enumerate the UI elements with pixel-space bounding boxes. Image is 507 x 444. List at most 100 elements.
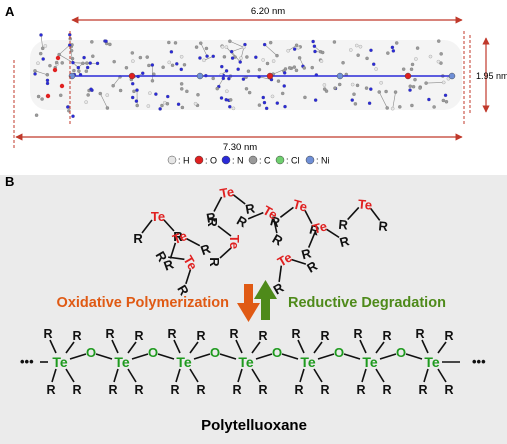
- chain-o-label: O: [396, 345, 406, 360]
- legend-label-o: : O: [205, 156, 217, 166]
- legend-swatch-ni: [305, 155, 315, 165]
- chain-r-label: R: [134, 383, 143, 397]
- chain-r-label: R: [382, 383, 391, 397]
- dimension-height: 1.95 nm: [469, 35, 507, 115]
- monomer-r-label: R: [308, 222, 322, 239]
- legend-label-ni: : Ni: [316, 156, 330, 166]
- chain-te-label: Te: [362, 354, 378, 370]
- chain-o-label: O: [334, 345, 344, 360]
- monomer-te-label: Te: [357, 196, 372, 212]
- chain-te-label: Te: [176, 354, 192, 370]
- legend-label-c: : C: [259, 156, 271, 166]
- chain-r-label: R: [229, 327, 238, 341]
- panel-b-label: B: [5, 174, 14, 189]
- panel-b: B TeRRTeRRTeRRTeRRTeRRTeRRTeRRTeRRTeRRTe…: [0, 174, 507, 444]
- monomer-r-label: R: [173, 229, 183, 244]
- monomer-te-label: Te: [275, 250, 295, 270]
- chain-r-label: R: [258, 383, 267, 397]
- chain-o-label: O: [210, 345, 220, 360]
- monomer-r-label: R: [378, 218, 389, 234]
- chain-start-ellipsis: •••: [20, 354, 34, 369]
- chain-r-label: R: [43, 327, 52, 341]
- chain-r-label: R: [356, 383, 365, 397]
- chain-o-label: O: [148, 345, 158, 360]
- chain-unit: R R R R Te O: [167, 327, 237, 397]
- chain-r-label: R: [353, 327, 362, 341]
- forward-arrow: [237, 284, 260, 322]
- monomer: TeR R: [133, 209, 183, 246]
- chain-r-label: R: [170, 383, 179, 397]
- chain-te-label: Te: [52, 354, 68, 370]
- chain-o-label: O: [86, 345, 96, 360]
- chain-r-label: R: [444, 383, 453, 397]
- chain-r-label: R: [232, 383, 241, 397]
- reverse-label: Reductive Degradation: [288, 295, 446, 311]
- chain-r-label: R: [320, 383, 329, 397]
- polymer-name: Polytelluoxane: [201, 417, 307, 434]
- chain-te-label: Te: [300, 354, 316, 370]
- monomer: TeR R: [205, 184, 256, 226]
- monomer-r-label: R: [244, 200, 256, 217]
- chain-r-label: R: [72, 383, 81, 397]
- monomer-te-label: Te: [227, 235, 242, 249]
- panel-a-label: A: [5, 4, 15, 19]
- monomer-te-label: Te: [151, 209, 165, 224]
- dimension-top: 6.20 nm: [69, 6, 465, 125]
- legend-label-cl: : Cl: [286, 156, 300, 166]
- monomer-te-label: Te: [291, 196, 309, 214]
- chain-o-label: O: [272, 345, 282, 360]
- chain-r-label: R: [444, 329, 453, 343]
- monomer-r-label: R: [300, 245, 314, 262]
- chain-r-label: R: [108, 383, 117, 397]
- monomer-r-label: R: [205, 209, 217, 226]
- width-bottom-label: 7.30 nm: [223, 142, 257, 153]
- monomer: TeR R: [338, 196, 389, 234]
- chain-r-label: R: [46, 383, 55, 397]
- width-top-label: 6.20 nm: [251, 6, 285, 17]
- molecular-structure: [30, 33, 462, 118]
- monomer-r-label: R: [338, 217, 349, 233]
- legend-swatch-cl: [275, 155, 285, 165]
- chain-r-label: R: [415, 327, 424, 341]
- chain-te-label: Te: [424, 354, 440, 370]
- chain-r-label: R: [418, 383, 427, 397]
- legend-swatch-n: [221, 155, 231, 165]
- monomer-cluster: TeRRTeRRTeRRTeRRTeRRTeRRTeRRTeRRTeRRTeRR: [133, 184, 389, 299]
- chain-te-label: Te: [238, 354, 254, 370]
- chain-r-label: R: [105, 327, 114, 341]
- forward-label: Oxidative Polymerization: [57, 295, 229, 311]
- monomer-r-label: R: [133, 231, 143, 246]
- chain-r-label: R: [196, 329, 205, 343]
- monomer-r-label: R: [207, 257, 222, 267]
- monomer-te-label: Te: [311, 218, 329, 236]
- monomer-r-label: R: [338, 233, 352, 250]
- height-label: 1.95 nm: [476, 71, 507, 81]
- chain-r-label: R: [134, 329, 143, 343]
- dimension-bottom: 7.30 nm: [13, 60, 463, 153]
- reaction-arrows: Oxidative Polymerization Reductive Degra…: [57, 280, 446, 322]
- chain-unit: R R R R Te O: [291, 327, 361, 397]
- monomer-te-label: Te: [260, 203, 280, 223]
- monomer-te-label: Te: [171, 228, 189, 247]
- reverse-arrow: [254, 280, 277, 320]
- legend-label-n: : N: [232, 156, 244, 166]
- chain-r-label: R: [196, 383, 205, 397]
- chain-te-label: Te: [114, 354, 130, 370]
- chain-r-label: R: [320, 329, 329, 343]
- monomer-r-label: R: [205, 217, 220, 227]
- chain-r-label: R: [72, 329, 81, 343]
- atom-legend: : H : O : N : C : Cl : Ni: [167, 155, 330, 166]
- monomer-te-label: Te: [219, 184, 236, 201]
- chain-r-label: R: [294, 383, 303, 397]
- legend-label-h: : H: [178, 156, 190, 166]
- legend-swatch-h: [167, 155, 177, 165]
